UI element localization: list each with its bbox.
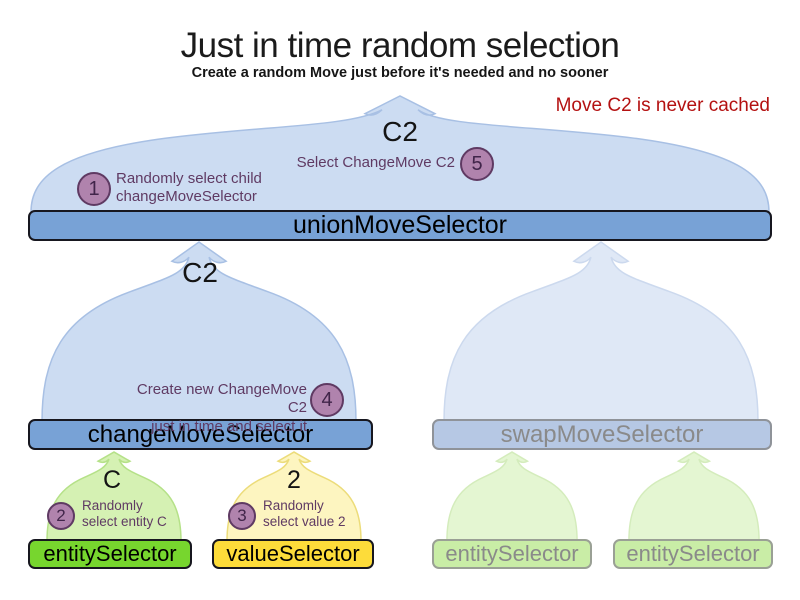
change-funnel-shape <box>41 241 357 421</box>
step-3-label: Randomly select value 2 <box>263 498 346 530</box>
cache-note: Move C2 is never cached <box>555 95 770 116</box>
page-title: Just in time random selection <box>180 26 620 65</box>
swap-move-selector-bar: swapMoveSelector <box>432 419 772 450</box>
step-5-label: Select ChangeMove C2 <box>296 154 455 171</box>
step-4-badge: 4 <box>310 383 344 417</box>
faded-entity-funnel-shape-right <box>628 451 760 541</box>
value-funnel-shape <box>226 451 362 541</box>
step-2-badge: 2 <box>47 502 75 530</box>
step-4-label: Create new ChangeMove C2 just in time an… <box>136 381 307 435</box>
union-output-move-label: C2 <box>382 116 418 147</box>
step-5-badge: 5 <box>460 147 494 181</box>
faded-entity-selector-bar-right: entitySelector <box>613 539 773 569</box>
entity-funnel-shape <box>46 451 182 541</box>
step-3-badge: 3 <box>228 502 256 530</box>
swap-funnel-shape-faded <box>443 241 759 421</box>
union-funnel-shape <box>30 95 770 212</box>
change-output-move-label: C2 <box>182 257 218 288</box>
union-move-selector-bar: unionMoveSelector <box>28 210 772 241</box>
step-2-label: Randomly select entity C <box>82 498 167 530</box>
step-1-badge: 1 <box>77 172 111 206</box>
step-1-label: Randomly select child changeMoveSelector <box>116 170 262 206</box>
value-output-label: 2 <box>287 466 301 494</box>
change-move-selector-bar: changeMoveSelector <box>28 419 373 450</box>
faded-entity-selector-bar-left: entitySelector <box>432 539 592 569</box>
entity-selector-bar: entitySelector <box>28 539 192 569</box>
value-selector-bar: valueSelector <box>212 539 374 569</box>
entity-output-label: C <box>102 466 122 494</box>
faded-entity-funnel-shape-left <box>446 451 578 541</box>
page-subtitle: Create a random Move just before it's ne… <box>191 65 609 81</box>
